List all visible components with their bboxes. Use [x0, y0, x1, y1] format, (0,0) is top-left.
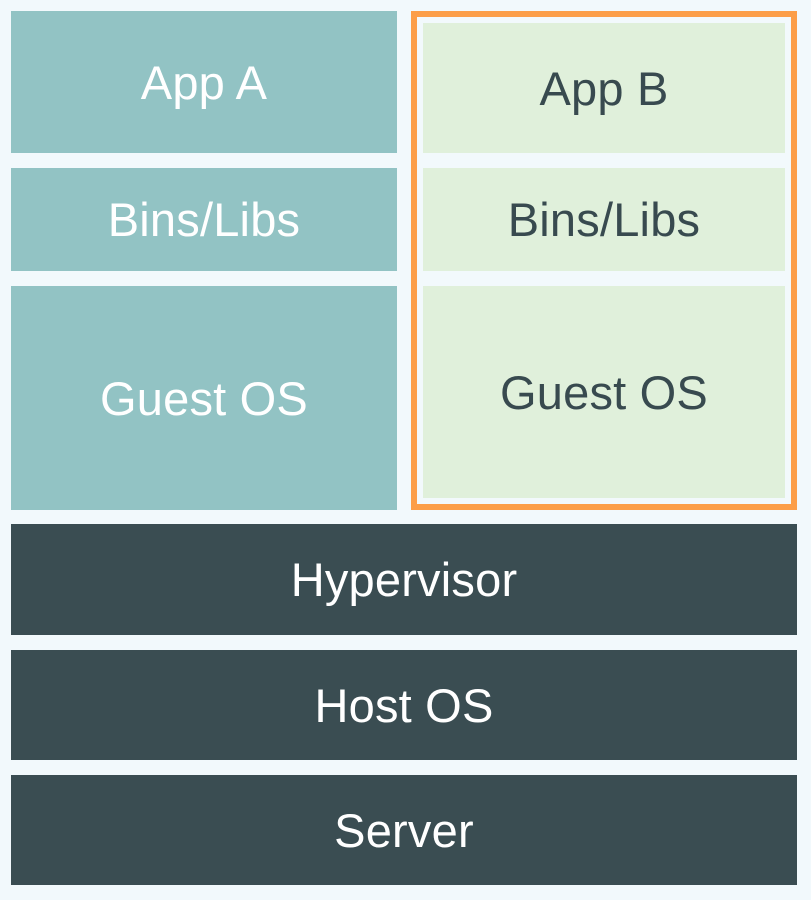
vm-a-guest-os-label: Guest OS: [100, 371, 308, 425]
server-label: Server: [334, 803, 474, 857]
vm-b-guest-os-label: Guest OS: [500, 365, 708, 419]
vm-b-app-label: App B: [539, 61, 669, 115]
hypervisor-layer: Hypervisor: [11, 524, 797, 635]
vm-a-app-label: App A: [140, 55, 268, 109]
vm-b-bins-libs-label: Bins/Libs: [507, 193, 701, 246]
hypervisor-label: Hypervisor: [290, 553, 518, 606]
vm-b-guest-os-layer: Guest OS: [423, 286, 785, 498]
vm-b-bins-libs-layer: Bins/Libs: [423, 168, 785, 271]
vm-a-guest-os-layer: Guest OS: [11, 286, 397, 510]
vm-a-bins-libs-layer: Bins/Libs: [11, 168, 397, 271]
server-layer: Server: [11, 775, 797, 885]
host-os-label: Host OS: [314, 678, 494, 732]
host-os-layer: Host OS: [11, 650, 797, 760]
vm-a-app-layer: App A: [11, 11, 397, 153]
vm-a-bins-libs-label: Bins/Libs: [107, 193, 301, 246]
vm-b-app-layer: App B: [423, 23, 785, 153]
